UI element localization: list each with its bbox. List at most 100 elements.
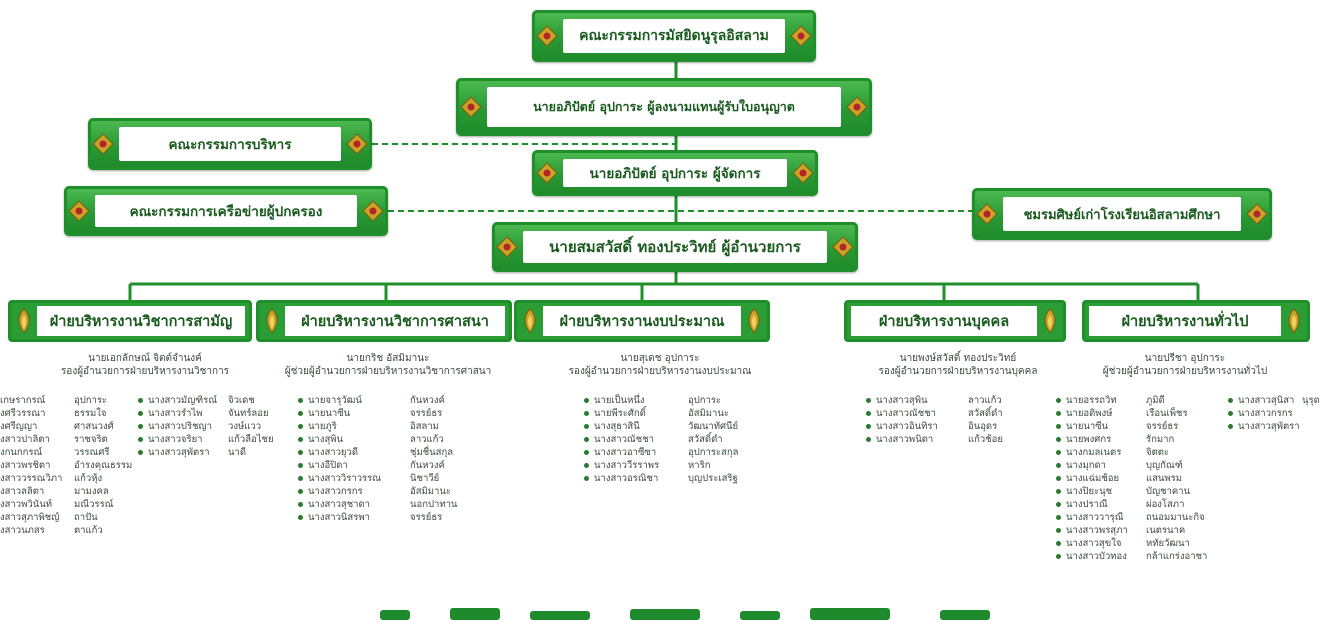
staff-surname-item: อุปการะ <box>688 395 722 406</box>
staff-surname-item: กล้าแกร่งอาชา <box>1146 551 1208 562</box>
head-role: รองผู้อำนวยการฝ่ายบริหารงานวิชาการ <box>60 366 230 377</box>
dept-title: ฝ่ายบริหารงานทั่วไป <box>1089 306 1281 336</box>
ornament-icon <box>361 199 385 223</box>
staff-name-item: นายอรรถวิท <box>1054 394 1146 407</box>
dept-religious-surnames: กันหวงค์ จรรย์ธรอิสลามลาวแก้วชุ่มชื่นสกุล… <box>410 394 490 524</box>
staff-name-item: นายจารุวัฒน์ <box>296 394 396 407</box>
dept-budget-names: นายเป็นหนึ่งนายพีระศักดิ์นางสุธาสินีนางส… <box>582 394 682 485</box>
staff-surname-item: ถนอมมานะกิจ <box>1146 512 1205 523</box>
staff-name-item: นายพงศกร <box>1054 433 1146 446</box>
staff-name-item: นางแฉ่มช้อย <box>1054 472 1146 485</box>
staff-name-item: นายพีระศักดิ์ <box>582 407 682 420</box>
dept-general-surnames-1: ภูมิดีเรือนเพ็ชรจรรย์ธรรักมากจิตตะบุญกัณ… <box>1146 394 1222 563</box>
staff-name-item: นางสุพิน <box>296 433 396 446</box>
staff-name-item: นางสาวสุนิสา <box>1226 394 1302 407</box>
staff-surname-item: งสาวพรชิตา <box>0 460 51 471</box>
staff-surname-item: เรือนเพ็ชร <box>1146 408 1188 419</box>
mosque-council-box: คณะกรรมการมัสยิดนูรุลอิสลาม <box>532 10 816 62</box>
ornament-icon <box>67 199 91 223</box>
director-box: นายสมสวัสดิ์ ทองประวิทย์ ผู้อำนวยการ <box>492 222 858 272</box>
lotus-ornament-icon <box>1281 305 1307 337</box>
dept-general-head: นายปรีชา อุปการะ ผู้ช่วยผู้อำนวยการฝ่ายบ… <box>1072 352 1298 378</box>
staff-surname-item: ผ่องโสภา <box>1146 499 1185 510</box>
staff-surname-item: ธรรมใจ <box>74 408 107 419</box>
ornament-icon <box>831 235 855 259</box>
staff-surname-item: มามงคล <box>74 486 109 497</box>
head-role: รองผู้อำนวยการฝ่ายบริหารงานบุคคล <box>878 366 1038 377</box>
staff-surname-item: นุรุด <box>1302 395 1320 406</box>
dept-academic-surnames-1: อุปการะธรรมใจศาสนวงศ์ราชจริตวรรณศรีอำรงค… <box>74 394 134 537</box>
dept-personnel-names: นางสาวสุพินนางสาวณัชชานางสาวอินทิรานางสา… <box>864 394 960 446</box>
staff-name-item: นางสาวจริยา <box>136 433 222 446</box>
lotus-ornament-icon <box>1037 305 1063 337</box>
head-role: รองผู้อำนวยการฝ่ายบริหารงานงบประมาณ <box>568 366 752 377</box>
staff-surname-item: แก้วลือไชย <box>228 434 274 445</box>
staff-name-item: นายนาซีน <box>296 407 396 420</box>
staff-surname-item: จิวเดช <box>228 395 255 406</box>
staff-name-item: นางสาวพรสุภา <box>1054 524 1146 537</box>
staff-surname-item: อุปการะสกุล <box>688 447 739 458</box>
staff-name-item: นางสาวอินทิรา <box>864 420 960 433</box>
staff-surname-item: หทัยวัฒนา <box>1146 538 1190 549</box>
head-name: นายเอกลักษณ์ จิตต์จำนงค์ <box>88 353 202 364</box>
staff-surname-item: บัญชาคาน <box>1146 486 1191 497</box>
staff-surname-item: อิสลาม <box>410 421 439 432</box>
dept-religious-names: นายจารุวัฒน์นายนาซีนนายภูรินางสุพินนางสา… <box>296 394 396 524</box>
dept-academic-surnames-2: จิวเดชจันทร์ลอยวงษ์แววแก้วลือไชยนาดี <box>228 394 278 459</box>
staff-name-item: นางอีปิดา <box>296 459 396 472</box>
staff-name-item: นางสาวสุชาดา <box>296 498 396 511</box>
staff-name-item: นางสาวปริชญา <box>136 420 222 433</box>
staff-surname-item: กันหวงค์ <box>410 460 445 471</box>
dept-personnel-header: ฝ่ายบริหารงานบุคคล <box>844 300 1066 342</box>
dept-academic-header: ฝ่ายบริหารงานวิชาการสามัญ <box>8 300 252 342</box>
alumni-box: ชมรมศิษย์เก่าโรงเรียนอิสลามศึกษา <box>972 188 1272 240</box>
staff-surname-item: จรรย์ธร <box>410 408 443 419</box>
staff-surname-item: ภูมิดี <box>1146 395 1165 406</box>
dept-budget-head: นายสุเดช อุปการะ รองผู้อำนวยการฝ่ายบริหา… <box>550 352 770 378</box>
staff-surname-item: งสาวพวินันท์ <box>0 499 52 510</box>
staff-surname-item: วัฒนาทัศนีย์ <box>688 421 739 432</box>
staff-name-item: นางสาวสุพิน <box>864 394 960 407</box>
exec-board-label: คณะกรรมการบริหาร <box>119 127 341 161</box>
staff-name-item: นางสาววีรราพร <box>582 459 682 472</box>
dept-budget-surnames: อุปการะอัสมิมานะวัฒนาทัศนีย์สวัสดิ์ดำอุป… <box>688 394 778 485</box>
ornament-icon <box>535 161 559 185</box>
staff-name-item: นางสาวกรกร <box>296 485 396 498</box>
staff-name-item: นางสาวสุพัตรา <box>136 446 222 459</box>
staff-surname-item: สวัสดิ์ดำ <box>688 434 723 445</box>
licensee-box: นายอภิปัตย์ อุปการะ ผู้ลงนามแทนผู้รับใบอ… <box>456 78 872 136</box>
staff-surname-item: รักมาก <box>1146 434 1175 445</box>
dept-title: ฝ่ายบริหารงานวิชาการสามัญ <box>37 306 245 336</box>
staff-surname-item: ลาวแก้ว <box>410 434 444 445</box>
head-name: นายกริช อัสมิมานะ <box>346 353 430 364</box>
dept-personnel-surnames: ลาวแก้วสวัสดิ์ดำอินอุดรแก้วช้อย <box>968 394 1038 446</box>
ornament-icon <box>975 202 999 226</box>
dept-title: ฝ่ายบริหารงานบุคคล <box>851 306 1037 336</box>
staff-surname-item: งสาวปาลิตา <box>0 434 50 445</box>
staff-surname-item: ชุ่มชื่นสกุล <box>410 447 454 458</box>
lotus-ornament-icon <box>741 305 767 337</box>
dept-religious-head: นายกริช อัสมิมานะ ผู้ช่วยผู้อำนวยการฝ่าย… <box>262 352 514 378</box>
dept-general-header: ฝ่ายบริหารงานทั่วไป <box>1082 300 1310 342</box>
staff-surname-item: ถาปัน <box>74 512 98 523</box>
staff-name-item: นางสาวมัญฑิรณ์ <box>136 394 222 407</box>
staff-surname-item: ศาสนวงศ์ <box>74 421 114 432</box>
staff-name-item: นางสาววารุณี <box>1054 511 1146 524</box>
staff-surname-item: เกษรากรณ์ <box>0 395 46 406</box>
staff-name-item: นางสาวณัชชา <box>864 407 960 420</box>
staff-name-item: นางสาวบัวทอง <box>1054 550 1146 563</box>
staff-name-item: นายภูริ <box>296 420 396 433</box>
staff-surname-item: ราชจริต <box>74 434 108 445</box>
staff-name-item: นายอดิพงษ์ <box>1054 407 1146 420</box>
staff-surname-item: งศรีวรรณา <box>0 408 46 419</box>
staff-surname-item: งศรีญญา <box>0 421 38 432</box>
staff-surname-item: สวัสดิ์ดำ <box>968 408 1003 419</box>
staff-name-item: นางสาวพนิดา <box>864 433 960 446</box>
ornament-icon <box>495 235 519 259</box>
staff-name-item: นางสาวกรกร <box>1226 407 1302 420</box>
director-label: นายสมสวัสดิ์ ทองประวิทย์ ผู้อำนวยการ <box>523 231 827 263</box>
staff-name-item: นางสาวอาซีซา <box>582 446 682 459</box>
ornament-icon <box>345 132 369 156</box>
dept-title: ฝ่ายบริหารงานงบประมาณ <box>543 306 741 336</box>
